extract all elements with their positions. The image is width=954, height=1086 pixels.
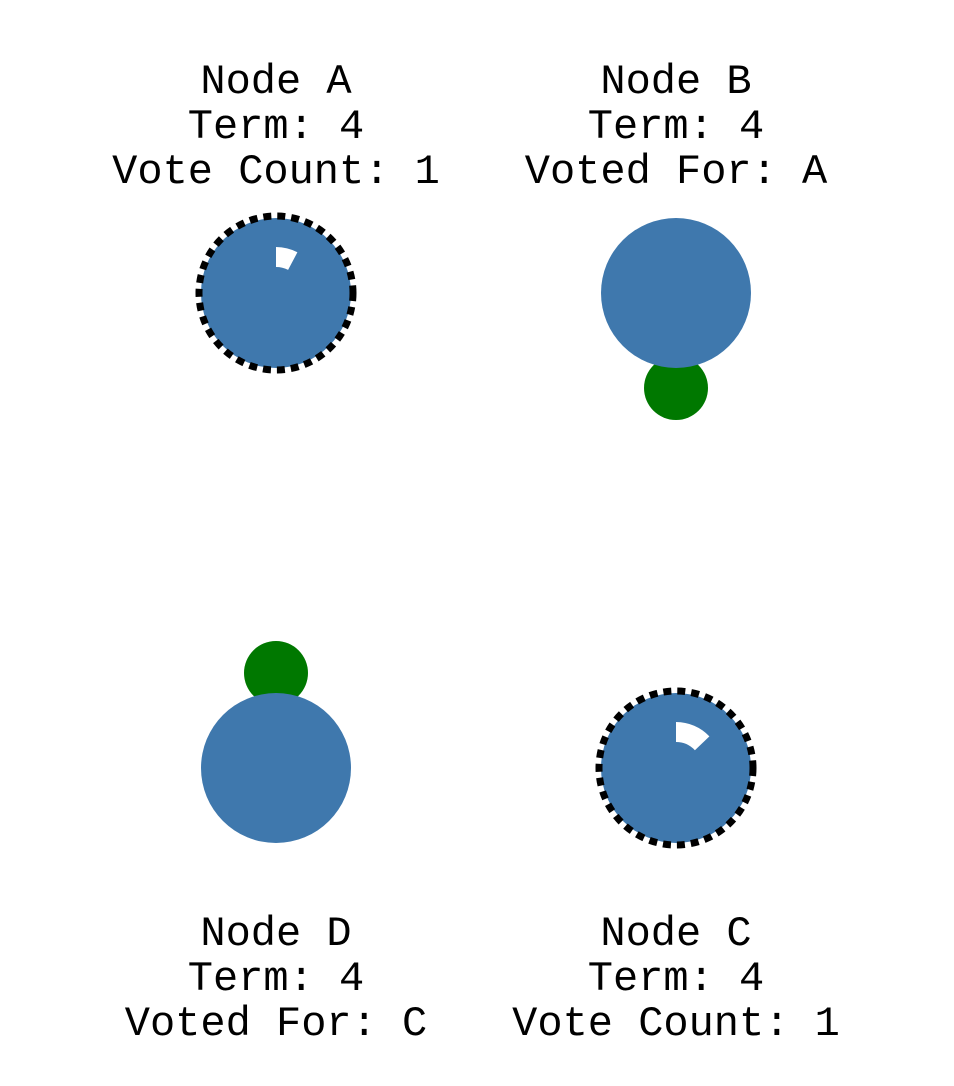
node-a-vote-count: Vote Count: 1 (112, 148, 440, 196)
node-a-candidate-ring (195, 212, 357, 374)
node-a-election-timeout-arc (276, 247, 298, 270)
node-d-term: Term: 4 (188, 955, 364, 1003)
node-d: Node D Term: 4 Voted For: C (125, 641, 427, 1048)
node-c-name: Node C (600, 910, 751, 958)
node-c-term: Term: 4 (588, 955, 764, 1003)
node-b-voted-for: Voted For: A (525, 148, 828, 196)
node-c-candidate-ring (595, 687, 757, 849)
node-c-circle[interactable] (601, 693, 751, 843)
node-d-vote-message (244, 641, 308, 705)
node-c-election-timeout-arc (676, 722, 710, 751)
node-c: Node C Term: 4 Vote Count: 1 (512, 687, 840, 1048)
node-a-circle[interactable] (201, 218, 351, 368)
node-b-term: Term: 4 (588, 103, 764, 151)
node-b-name: Node B (600, 58, 751, 106)
node-b-circle[interactable] (601, 218, 751, 368)
node-d-name: Node D (200, 910, 351, 958)
node-a-name: Node A (200, 58, 352, 106)
node-b: Node B Term: 4 Voted For: A (525, 58, 828, 420)
node-c-vote-count: Vote Count: 1 (512, 1000, 840, 1048)
node-a-term: Term: 4 (188, 103, 364, 151)
node-b-vote-message (644, 356, 708, 420)
node-d-circle[interactable] (201, 693, 351, 843)
node-d-voted-for: Voted For: C (125, 1000, 427, 1048)
node-a: Node A Term: 4 Vote Count: 1 (112, 58, 440, 374)
